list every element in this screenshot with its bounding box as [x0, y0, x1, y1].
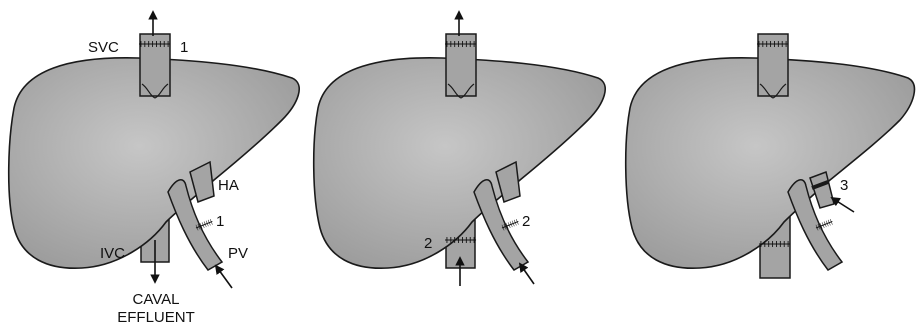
ha-label: HA — [218, 177, 239, 194]
ivc-label: IVC — [100, 245, 125, 262]
panel-1: SVC 1 HA 1 PV IVC CAVAL EFFLUENT — [9, 12, 299, 326]
ivc-step-number: 2 — [424, 235, 432, 252]
pv-inflow-arrow — [216, 266, 232, 288]
caval-effluent-label-2: EFFLUENT — [117, 309, 195, 326]
panel-2: 2 2 — [314, 12, 605, 286]
panel-3: 3 — [626, 34, 915, 278]
ha-step-number: 3 — [840, 177, 848, 194]
pv-label: PV — [228, 245, 248, 262]
svc-label: SVC — [88, 39, 119, 56]
ha-inflow-arrow — [832, 198, 854, 212]
caval-effluent-label-1: CAVAL — [133, 291, 180, 308]
svc-step-number: 1 — [180, 39, 188, 56]
pv-inflow-arrow — [520, 264, 534, 284]
pv-step-number: 2 — [522, 213, 530, 230]
pv-step-number: 1 — [216, 213, 224, 230]
